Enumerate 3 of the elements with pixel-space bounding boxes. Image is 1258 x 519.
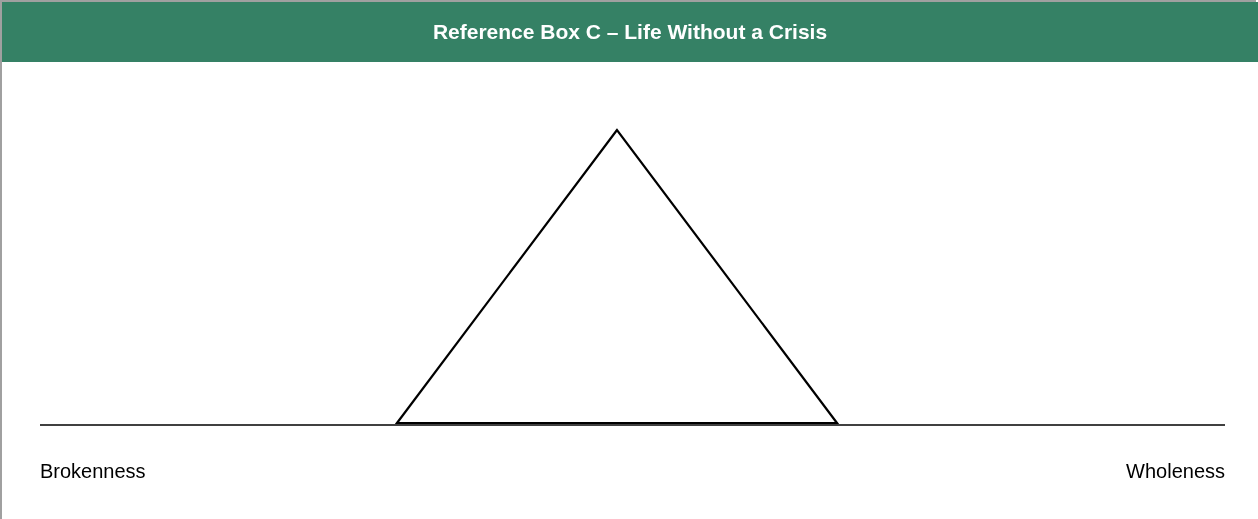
title: Reference Box C – Life Without a Crisis xyxy=(432,20,828,44)
scale-end-label: Brokenness xyxy=(40,460,146,483)
scale-end-label: Wholeness xyxy=(1126,460,1225,483)
